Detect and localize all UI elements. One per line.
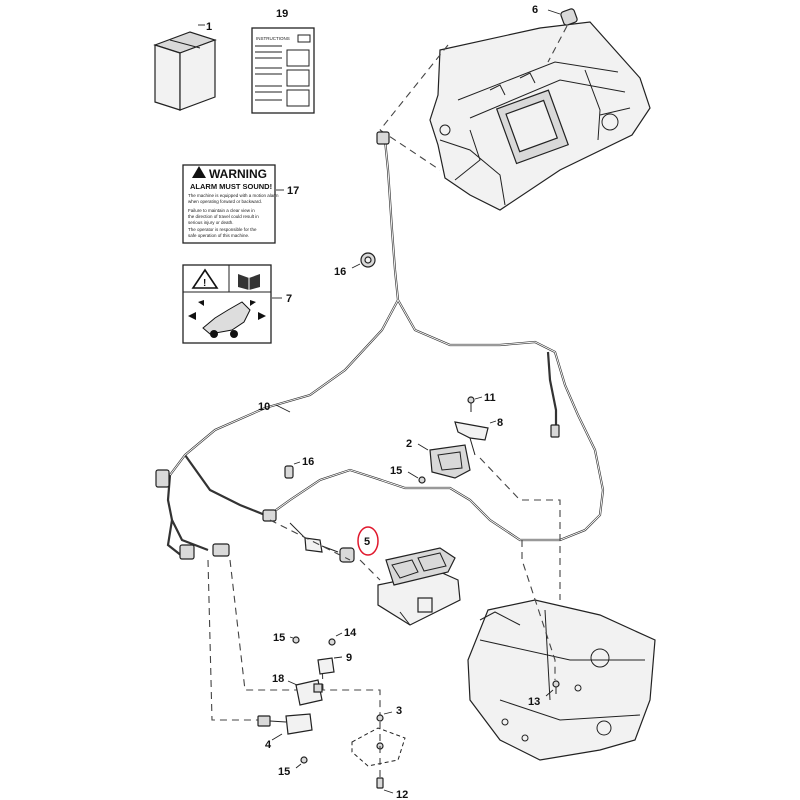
warning-headline: ALARM MUST SOUND! — [190, 182, 272, 191]
warning-title: WARNING — [209, 167, 267, 181]
warning-line-1: The machine is equipped with a motion al… — [188, 193, 279, 198]
warning-line-7: safe operation of this machine. — [188, 233, 249, 238]
relay-item-18 — [287, 679, 323, 706]
callout-19: 19 — [276, 8, 288, 20]
callout-15-lower-b: 15 — [278, 766, 290, 778]
warning-decal-item-17: WARNING ALARM MUST SOUND! The machine is… — [182, 164, 284, 244]
callout-12: 12 — [396, 789, 408, 800]
screw-item-12 — [376, 777, 394, 794]
cab-frame — [429, 21, 651, 211]
callout-13: 13 — [528, 696, 540, 708]
switch-item-4 — [257, 713, 313, 741]
floor-plate — [467, 599, 656, 761]
clip-item-16-lower — [284, 461, 301, 479]
callout-labels: 1 19 6 17 16 7 10 11 8 2 15 16 5 15 14 9… — [206, 4, 540, 800]
bracket-item-8 — [454, 420, 497, 456]
alarm-item-2 — [417, 443, 471, 479]
warning-line-5: serious injury or death. — [188, 220, 234, 225]
callout-11: 11 — [484, 392, 496, 404]
callout-16-upper: 16 — [334, 266, 346, 278]
callout-6: 6 — [532, 4, 538, 16]
nut-item-15-lower-b — [295, 756, 308, 769]
warning-line-6: The operator is responsible for the — [188, 227, 257, 232]
callout-3: 3 — [396, 705, 402, 717]
pictorial-decal-item-7: ! — [182, 264, 282, 344]
bracket-item-9 — [317, 656, 343, 675]
callout-15-lower-a: 15 — [273, 632, 285, 644]
warning-line-4: the direction of travel could result in — [188, 214, 259, 219]
callout-7: 7 — [286, 293, 292, 305]
callout-18: 18 — [272, 673, 284, 685]
wiring-harness-item-10 — [155, 131, 605, 560]
callout-1: 1 — [206, 21, 212, 33]
callout-2: 2 — [406, 438, 412, 450]
callout-5: 5 — [364, 536, 370, 548]
screw-item-14 — [328, 632, 343, 646]
callout-15-mid: 15 — [390, 465, 402, 477]
control-module — [377, 547, 461, 626]
callout-8: 8 — [497, 417, 503, 429]
callout-9: 9 — [346, 652, 352, 664]
callout-17: 17 — [287, 185, 299, 197]
part-box-item-1 — [153, 24, 217, 111]
callout-14: 14 — [344, 627, 357, 639]
callout-4: 4 — [265, 739, 272, 751]
instructions-decal-item-19: INSTRUCTIONS — [251, 27, 315, 114]
warning-line-3: Failure to maintain a clear view in — [188, 208, 255, 213]
connector-item-6 — [547, 8, 578, 26]
nut-item-15-lower-a — [289, 636, 300, 644]
bolt-item-3 — [351, 711, 406, 778]
bolt-item-11 — [467, 396, 483, 412]
connector-item-5 — [289, 522, 355, 563]
callout-10: 10 — [258, 401, 270, 413]
clip-item-16-upper — [351, 252, 376, 269]
bolt-item-13 — [545, 680, 560, 697]
nut-item-15-mid — [407, 471, 426, 484]
instructions-title: INSTRUCTIONS — [256, 36, 290, 41]
callout-16-lower: 16 — [302, 456, 314, 468]
highlight-ring — [357, 526, 379, 556]
warning-line-2: when operating forward or backward. — [188, 199, 262, 204]
svg-text:!: ! — [203, 278, 206, 289]
